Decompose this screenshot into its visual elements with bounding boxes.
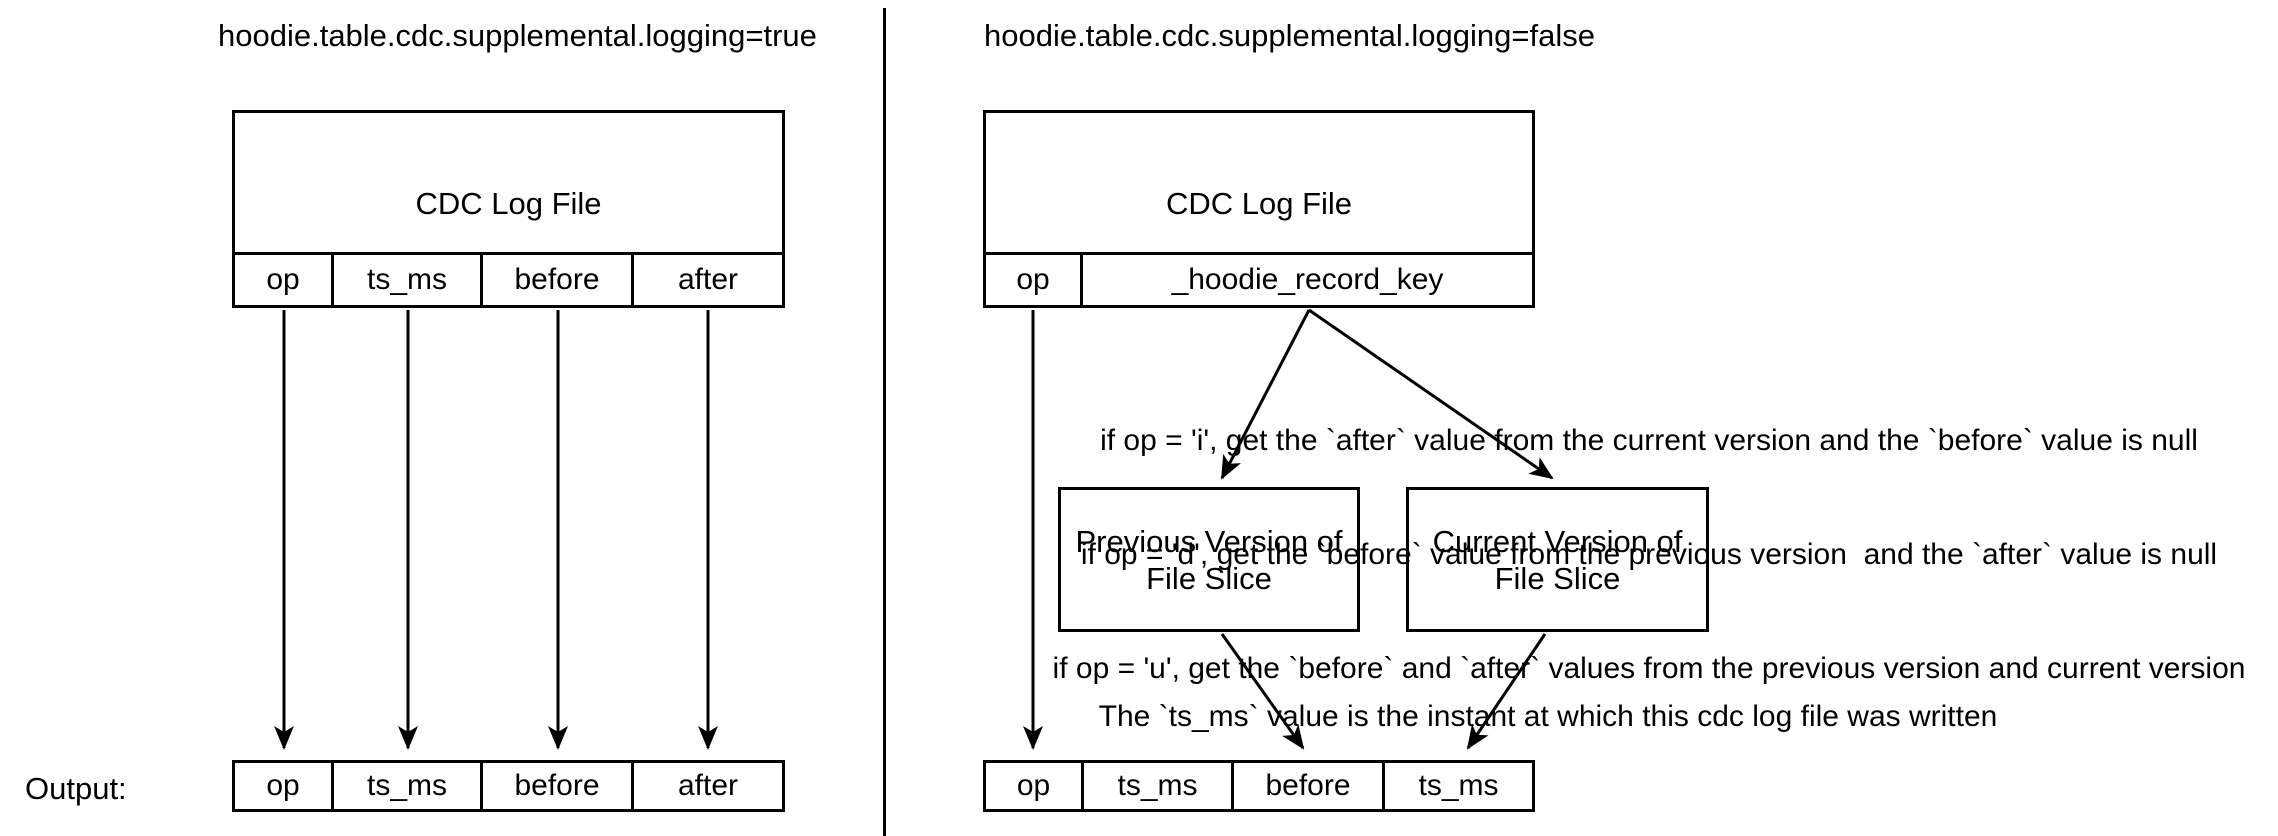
- left-panel-title: hoodie.table.cdc.supplemental.logging=tr…: [218, 18, 817, 53]
- left-cdc-col-before: before: [483, 255, 634, 305]
- op-condition-insert: if op = 'i', get the `after` value from …: [1100, 424, 2198, 457]
- right-output-cell-ts-ms: ts_ms: [1084, 763, 1234, 809]
- left-cdc-col-op: op: [235, 255, 334, 305]
- right-output-row: op ts_ms before ts_ms: [983, 760, 1535, 812]
- left-cdc-log-file-box: CDC Log File op ts_ms before after: [232, 110, 785, 308]
- left-output-cell-after: after: [677, 769, 739, 802]
- left-cdc-col-ts-ms: ts_ms: [334, 255, 483, 305]
- panel-divider-line: [883, 8, 886, 836]
- previous-version-file-slice-box: Previous Version of File Slice: [1058, 487, 1360, 632]
- right-output-cell-ts-ms-2: ts_ms: [1418, 769, 1499, 802]
- previous-version-line2: File Slice: [1146, 560, 1272, 596]
- current-version-file-slice-box: Current Version of File Slice: [1406, 487, 1709, 632]
- left-cdc-col-after: after: [677, 263, 739, 296]
- right-panel-title: hoodie.table.cdc.supplemental.logging=fa…: [984, 18, 1595, 53]
- left-cdc-box-title: CDC Log File: [235, 113, 782, 255]
- right-cdc-box-title: CDC Log File: [986, 113, 1532, 255]
- current-version-line2: File Slice: [1494, 560, 1621, 596]
- ts-ms-instant-note: The `ts_ms` value is the instant at whic…: [1098, 700, 1998, 733]
- op-condition-delete: if op = 'd', get the `before` value from…: [1080, 538, 2218, 571]
- right-output-cell-op: op: [986, 763, 1084, 809]
- right-cdc-col-op: op: [986, 255, 1083, 305]
- right-cdc-log-file-box: CDC Log File op _hoodie_record_key: [983, 110, 1535, 308]
- right-output-cell-before: before: [1234, 763, 1385, 809]
- current-version-line1: Current Version of: [1432, 523, 1683, 559]
- left-output-cell-before: before: [483, 763, 634, 809]
- previous-version-line1: Previous Version of: [1075, 523, 1343, 559]
- left-output-row: op ts_ms before after: [232, 760, 785, 812]
- left-cdc-column-row: op ts_ms before after: [235, 255, 782, 305]
- left-output-cell-ts-ms: ts_ms: [334, 763, 483, 809]
- left-output-cell-op: op: [235, 763, 334, 809]
- left-output-label: Output:: [25, 771, 127, 806]
- right-cdc-column-row: op _hoodie_record_key: [986, 255, 1532, 305]
- op-condition-update: if op = 'u', get the `before` and `after…: [1052, 652, 2246, 685]
- right-cdc-col-hoodie-record-key: _hoodie_record_key: [1171, 263, 1444, 296]
